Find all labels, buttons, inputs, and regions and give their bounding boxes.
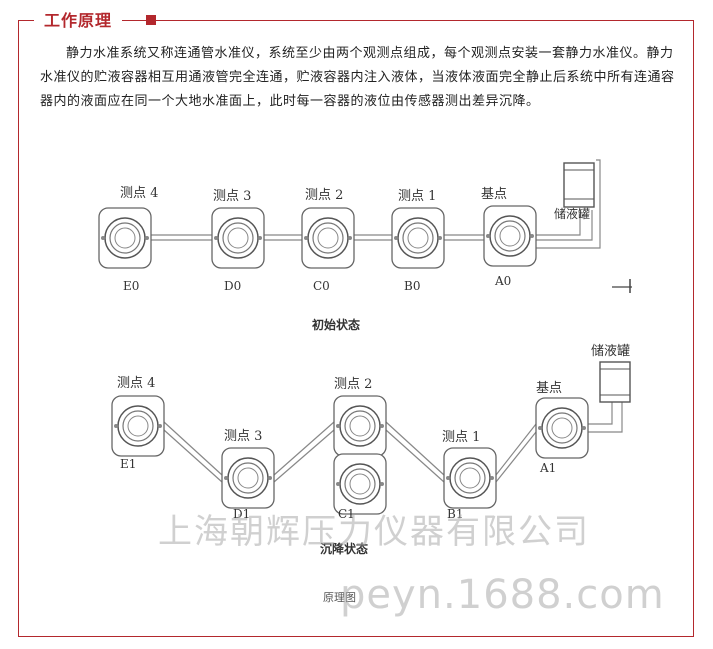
initial-code-C0: C0 (313, 279, 330, 293)
content-frame (18, 20, 694, 637)
sensor-D0-icon (211, 207, 265, 269)
sensor-E0-icon (98, 207, 152, 269)
initial-tank-label: 储液罐 (554, 206, 590, 221)
initial-code-B0: B0 (404, 279, 420, 293)
settled-label-A: 基点 (536, 381, 562, 396)
settled-state-diagram: 测点 4 测点 3 测点 2 测点 1 基点 储液罐 E1 D1 C1 B1 A… (111, 344, 631, 556)
initial-label-C: 测点 2 (305, 188, 343, 203)
settled-label-E: 测点 4 (117, 376, 155, 391)
sensor-E1-icon (111, 395, 165, 457)
initial-code-E0: E0 (123, 279, 139, 293)
initial-tank-icon (563, 162, 595, 208)
settled-code-D1: D1 (233, 507, 250, 521)
settled-code-A1: A1 (539, 461, 556, 475)
sensor-C1-top-icon (333, 395, 387, 457)
sensor-C1-icon (333, 453, 387, 515)
sensor-B0-icon (391, 207, 445, 269)
figure-caption: 原理图 (323, 591, 356, 604)
initial-code-A0: A0 (494, 274, 511, 288)
initial-state-diagram: 测点 4 测点 3 测点 2 测点 1 基点 储液罐 E0 D0 C0 B0 A… (98, 159, 632, 332)
settled-label-B: 测点 1 (442, 430, 480, 445)
settled-caption: 沉降状态 (320, 541, 368, 556)
sensor-C0-icon (301, 207, 355, 269)
sensor-B1-icon (443, 447, 497, 509)
settled-tank-icon (599, 361, 631, 403)
initial-caption: 初始状态 (312, 317, 360, 332)
settled-tank-label: 储液罐 (591, 344, 630, 359)
settled-code-B1: B1 (447, 507, 463, 521)
sensor-A1-icon (535, 397, 589, 459)
section-header: 工作原理 (34, 4, 123, 34)
section-title: 工作原理 (44, 11, 113, 30)
settled-label-D: 测点 3 (224, 429, 262, 444)
initial-label-B: 测点 1 (398, 189, 436, 204)
title-accent-square (146, 15, 156, 25)
settled-code-C1: C1 (338, 507, 355, 521)
settled-pipes (163, 400, 623, 483)
sensor-D1-icon (221, 447, 275, 509)
initial-pipes (151, 159, 601, 249)
settled-code-E1: E1 (120, 457, 136, 471)
sensor-A0-icon (483, 205, 537, 267)
initial-label-D: 测点 3 (213, 189, 251, 204)
settled-label-C: 测点 2 (334, 377, 372, 392)
initial-code-D0: D0 (224, 279, 241, 293)
initial-label-E: 测点 4 (120, 186, 158, 201)
initial-label-A: 基点 (481, 187, 507, 202)
description-paragraph: 静力水准系统又称连通管水准仪，系统至少由两个观测点组成，每个观测点安装一套静力水… (40, 46, 675, 109)
